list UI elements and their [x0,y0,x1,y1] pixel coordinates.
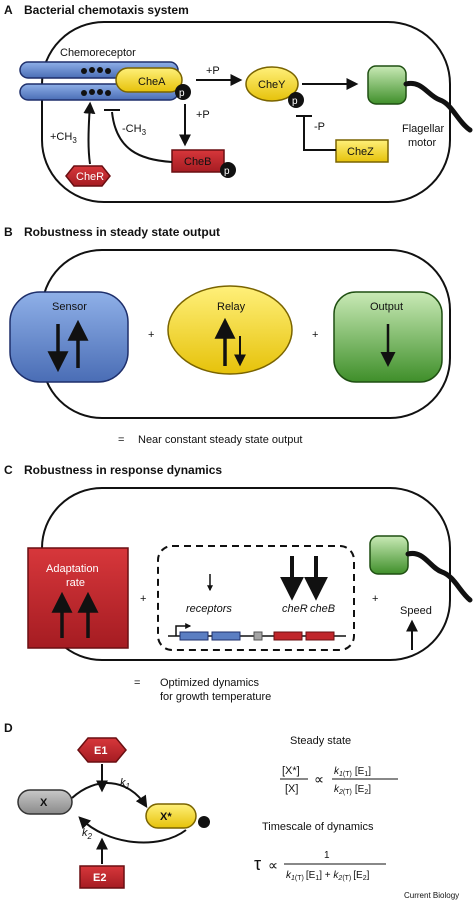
panel-c-title: Robustness in response dynamics [24,463,222,477]
x-species [17,789,73,815]
panel-b: B Robustness in steady state output Sens… [4,225,451,446]
panel-d: D E1 X X* k1 k2 E2 Steady state [X*] [X]… [4,721,398,889]
panel-c: C Robustness in response dynamics Adapta… [4,463,473,703]
panel-a: A Bacterial chemotaxis system Chemorecep… [4,3,473,203]
panel-b-title: Robustness in steady state output [24,225,220,239]
journal-credit: Current Biology [404,891,459,900]
e1-label: E1 [94,745,107,757]
k1-label: k1 [120,777,130,791]
relay-label: Relay [217,301,246,313]
cher-gene [273,631,303,641]
chey-label: CheY [258,79,286,91]
relay-module [167,285,293,375]
receptors-gene-label: receptors [186,603,232,615]
promoter-arrow [175,623,192,636]
plus-ch3-label: +CH3 [50,131,77,145]
xstar-species [145,803,197,829]
panel-a-title: Bacterial chemotaxis system [24,3,189,17]
chea-protein [115,67,183,93]
adaptation-label-1: Adaptation [46,563,99,575]
cheb-gene-label: cheB [310,603,335,615]
chemoreceptor-label: Chemoreceptor [60,47,136,59]
plus-p-label-2: +P [196,109,210,121]
minus-ch3-label: -CH3 [122,123,147,137]
timescale-title: Timescale of dynamics [262,821,374,833]
receptor-gene-1 [179,631,209,641]
panel-c-letter: C [4,463,13,477]
equals-sign-b: = [118,434,124,446]
chey-phosphate [288,92,304,108]
xstar-label: X* [160,811,172,823]
e2-label: E2 [93,872,106,884]
panel-d-letter: D [4,721,13,735]
chez-inhibition-line [303,116,336,151]
panel-a-letter: A [4,3,13,17]
flagellar-motor [367,65,407,105]
forward-reaction-arc [71,782,148,809]
cher-label: CheR [76,171,104,183]
optimized-label-2: for growth temperature [160,691,271,703]
plus-p-label-1: +P [206,65,220,77]
e1-enzyme [77,737,127,763]
plus-sign-c-2: + [372,593,378,605]
chey-protein [245,66,299,102]
plus-sign-b-2: + [312,329,318,341]
chea-phosphate-label: p [179,88,185,99]
chey-phosphate-label: p [292,96,298,107]
cheb-phosphate [220,162,236,178]
panel-b-letter: B [4,225,13,239]
steady-state-title: Steady state [290,735,351,747]
ss-propto: ∝ [314,771,324,787]
minus-p-label: -P [314,121,325,133]
gene-expression-box [157,545,355,651]
arrow-cher-to-receptor [83,101,96,165]
cheb-gene [305,631,335,641]
intergenic-gene [253,631,263,641]
ss-k-numerator: k1(T)[E1] [334,766,371,778]
adaptation-label-2: rate [66,577,85,589]
chea-phosphate [175,84,191,100]
e2-enzyme [79,865,125,889]
tau-denominator: k1(T)[E1] + k2(T)[E2] [286,870,370,882]
speed-label: Speed [400,605,432,617]
steady-state-result: Near constant steady state output [138,434,303,446]
flagellum-c [405,550,473,603]
cher-gene-label: cheR [282,603,308,615]
flagellar-motor-c [369,535,409,575]
x-label: X [40,797,48,809]
cell-membrane [41,21,451,203]
plus-sign-b-1: + [148,329,154,341]
cher-protein [65,165,111,187]
ss-fraction-denominator: [X] [285,783,298,795]
flagellar-label-2: motor [408,137,436,149]
sensor-label: Sensor [52,301,87,313]
cheb-inhibition-line [111,111,173,163]
methyl-dots [81,67,111,96]
chea-label: CheA [138,76,166,88]
flagellar-label-1: Flagellar [402,123,445,135]
chez-label: CheZ [347,146,374,158]
tau-symbol: τ [254,854,261,874]
cheb-phosphate-label: p [224,166,230,177]
output-label: Output [370,301,403,313]
tau-propto: ∝ [268,857,278,873]
flagellum [403,80,473,133]
xstar-phosphate [198,816,210,828]
tau-numerator: 1 [324,850,330,861]
equals-sign-c: = [134,677,140,689]
cheb-label: CheB [184,156,212,168]
ss-k-denominator: k2(T)[E2] [334,784,371,796]
receptor-gene-2 [211,631,241,641]
optimized-label-1: Optimized dynamics [160,677,260,689]
plus-sign-c-1: + [140,593,146,605]
k2-label: k2 [82,827,93,841]
reverse-reaction-arc [78,816,187,844]
ss-fraction-numerator: [X*] [282,765,300,777]
